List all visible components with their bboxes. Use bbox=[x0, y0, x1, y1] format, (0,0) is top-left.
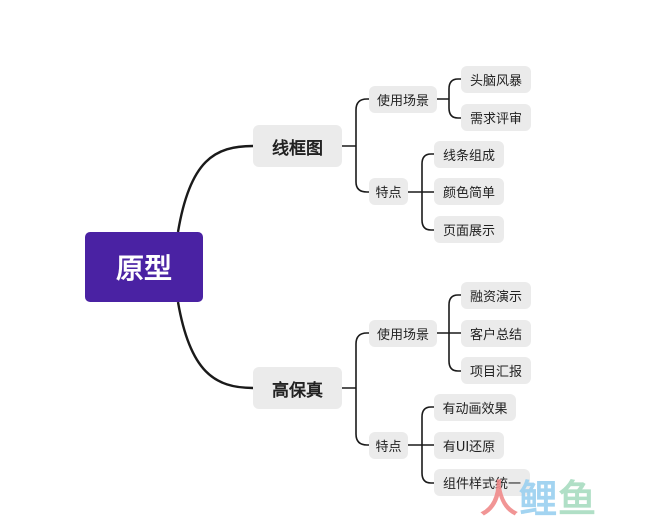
group-label: 使用场景 bbox=[376, 328, 429, 343]
watermark-char: 鲤 bbox=[519, 477, 559, 521]
group-node-usage[interactable]: 使用场景 bbox=[369, 86, 437, 113]
link-group-2-2-items bbox=[408, 406, 434, 484]
branch-label: 线框图 bbox=[272, 138, 323, 159]
leaf-label: 融资演示 bbox=[469, 290, 522, 305]
leaf-label: 有动画效果 bbox=[442, 402, 508, 417]
watermark-char: 人 bbox=[480, 477, 520, 521]
branch-node-wireframe[interactable]: 线框图 bbox=[253, 125, 342, 167]
leaf-node[interactable]: 融资演示 bbox=[461, 282, 531, 309]
leaf-node[interactable]: 客户总结 bbox=[461, 320, 531, 347]
leaf-label: 项目汇报 bbox=[469, 365, 522, 380]
link-root-branch-2 bbox=[176, 301, 254, 390]
leaf-label: 头脑风暴 bbox=[469, 74, 522, 89]
leaf-node[interactable]: 有UI还原 bbox=[434, 432, 504, 459]
root-node[interactable]: 原型 bbox=[85, 232, 203, 302]
leaf-node[interactable]: 有动画效果 bbox=[434, 394, 516, 421]
leaf-node[interactable]: 颜色简单 bbox=[434, 178, 504, 205]
leaf-label: 颜色简单 bbox=[442, 186, 495, 201]
leaf-label: 组件样式统一 bbox=[442, 477, 521, 492]
leaf-label: 客户总结 bbox=[469, 328, 522, 343]
group-label: 特点 bbox=[375, 440, 402, 455]
group-node-features[interactable]: 特点 bbox=[369, 432, 408, 459]
leaf-label: 页面展示 bbox=[442, 224, 495, 239]
watermark-char: 鱼 bbox=[558, 477, 598, 521]
leaf-node[interactable]: 线条组成 bbox=[434, 141, 504, 168]
link-group-2-1-items bbox=[437, 294, 461, 372]
group-node-usage[interactable]: 使用场景 bbox=[369, 320, 437, 347]
leaf-node[interactable]: 需求评审 bbox=[461, 104, 531, 131]
branch-label: 高保真 bbox=[272, 380, 323, 401]
root-label: 原型 bbox=[115, 252, 172, 285]
watermark-logo: 人鲤鱼 bbox=[480, 468, 597, 523]
group-label: 使用场景 bbox=[376, 94, 429, 109]
leaf-label: 需求评审 bbox=[469, 112, 522, 127]
group-label: 特点 bbox=[375, 186, 402, 201]
link-branch-1-group-1 bbox=[342, 98, 369, 193]
link-group-1-2-items bbox=[408, 153, 434, 231]
leaf-node[interactable]: 头脑风暴 bbox=[461, 66, 531, 93]
branch-node-high-fidelity[interactable]: 高保真 bbox=[253, 367, 342, 409]
group-node-features[interactable]: 特点 bbox=[369, 178, 408, 205]
link-group-1-1-items bbox=[437, 78, 461, 119]
leaf-node[interactable]: 页面展示 bbox=[434, 216, 504, 243]
leaf-node[interactable]: 组件样式统一 bbox=[434, 469, 530, 496]
leaf-label: 线条组成 bbox=[442, 149, 495, 164]
leaf-node[interactable]: 项目汇报 bbox=[461, 357, 531, 384]
leaf-label: 有UI还原 bbox=[442, 440, 496, 455]
link-branch-2-group-1 bbox=[342, 332, 369, 446]
link-root-branch-1 bbox=[176, 144, 254, 233]
